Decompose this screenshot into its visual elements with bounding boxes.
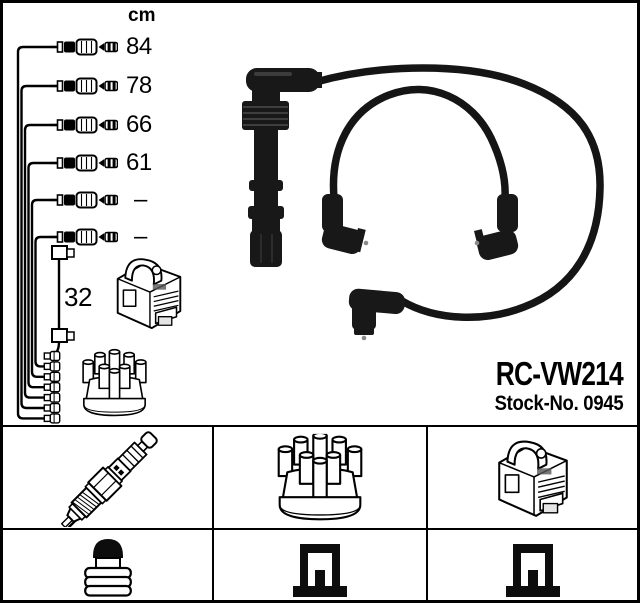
lead-length-value: 78 [126, 72, 152, 99]
distributor-cap-drawing [82, 348, 147, 417]
spark-plug-icon [60, 430, 158, 527]
angled-plug-boot-bottom [348, 288, 406, 341]
product-model: RC-VW214 [495, 355, 624, 392]
lead-length-diagram [16, 38, 182, 424]
angled-plug-boot-left [321, 194, 369, 255]
cable-set-photo [242, 64, 604, 341]
plug-connector-icon [293, 544, 347, 597]
cell-plug-connector-1 [214, 530, 428, 600]
lead-length-value: – [134, 186, 147, 213]
ignition-coil-drawing [116, 258, 182, 330]
lead-length-value: 61 [126, 149, 152, 176]
ignition-coil-icon [497, 440, 568, 517]
cell-ignition-coil [428, 427, 637, 530]
ht-cables [312, 64, 604, 321]
coil-lead [44, 245, 75, 358]
plug-connector-icon [505, 544, 560, 597]
lead-length-value: 84 [126, 33, 152, 60]
lead-wires [16, 45, 57, 420]
distributor-cap-icon [277, 433, 363, 520]
cell-spark-plug [3, 427, 214, 530]
product-stock-number: Stock-No. 0945 [494, 392, 623, 415]
unit-header: cm [128, 5, 156, 26]
cell-terminal-nut [3, 530, 214, 600]
cell-distributor-cap [214, 427, 428, 530]
lead-length-value: – [134, 223, 147, 250]
cell-plug-connector-2 [428, 530, 637, 600]
lead-connector-icons [50, 38, 118, 246]
coil-lead-length-value: 32 [64, 282, 92, 312]
distributor-terminals [43, 350, 61, 424]
components-legend-table [3, 425, 637, 600]
terminal-nut-icon [83, 539, 132, 597]
lead-length-value: 66 [126, 111, 152, 138]
angled-plug-boot-right [474, 194, 519, 261]
long-plug-boot [242, 68, 322, 267]
